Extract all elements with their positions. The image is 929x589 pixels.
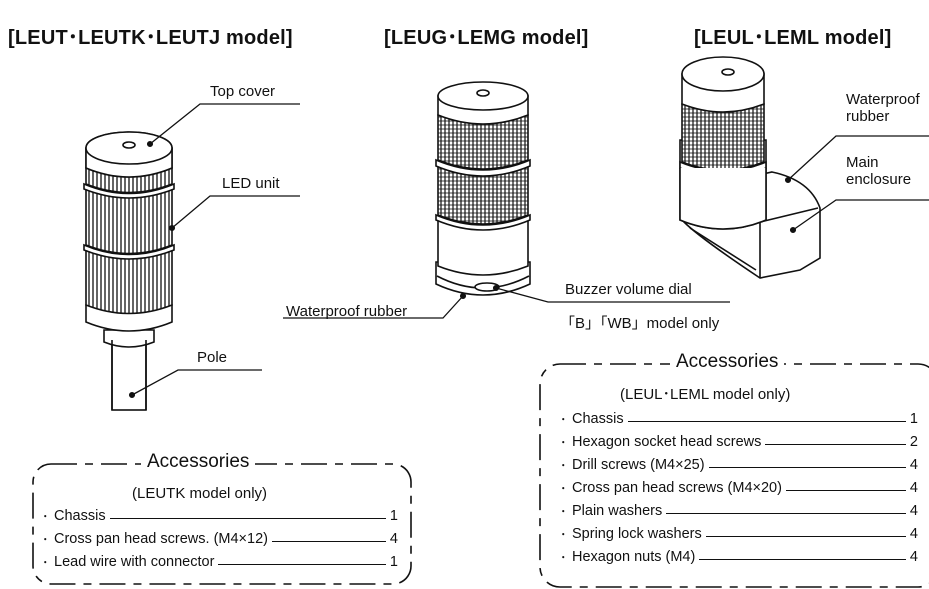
list-item: ･ Chassis 1 bbox=[560, 411, 918, 427]
leul-waterproof-label-line2: rubber bbox=[846, 108, 890, 125]
main-enclosure-label-line2: enclosure bbox=[846, 171, 912, 188]
list-item: ･ Cross pan head screws. (M4×12) 4 bbox=[42, 531, 398, 547]
leul-accessories-heading: Accessories bbox=[670, 351, 785, 373]
leul-accessories-frame bbox=[539, 363, 929, 588]
leut-led-unit-3 bbox=[85, 249, 173, 315]
list-item: ･ Plain washers 4 bbox=[560, 503, 918, 519]
list-item: ･ Chassis 1 bbox=[42, 508, 398, 524]
leut-accessories-list: ･ Chassis 1 ･ Cross pan head screws. (M4… bbox=[42, 505, 398, 574]
leul-leaders bbox=[784, 135, 929, 234]
leug-model-title: [LEUG･LEMG model] bbox=[384, 27, 589, 49]
waterproof-rubber-label: Waterproof rubber bbox=[286, 303, 408, 320]
list-item: ･ Drill screws (M4×25) 4 bbox=[560, 457, 918, 473]
leug-signal-tower bbox=[435, 81, 531, 296]
buzzer-volume-dial-label: Buzzer volume dial bbox=[565, 281, 692, 298]
pole-label: Pole bbox=[197, 349, 228, 366]
leul-accessories-note: (LEUL･LEML model only) bbox=[620, 386, 791, 403]
leut-signal-tower bbox=[83, 131, 175, 411]
top-cover-label: Top cover bbox=[210, 83, 276, 100]
led-unit-label: LED unit bbox=[222, 175, 280, 192]
leul-waterproof-label-line1: Waterproof bbox=[846, 91, 920, 108]
leul-signal-tower bbox=[679, 56, 821, 279]
leul-accessories-list: ･ Chassis 1 ･ Hexagon socket head screws… bbox=[560, 408, 918, 569]
leut-accessories-note: (LEUTK model only) bbox=[132, 485, 268, 502]
list-item: ･ Spring lock washers 4 bbox=[560, 526, 918, 542]
list-item: ･ Lead wire with connector 1 bbox=[42, 554, 398, 570]
main-enclosure-label-line1: Main bbox=[846, 154, 879, 171]
leug-leaders bbox=[283, 284, 730, 319]
leut-accessories-heading: Accessories bbox=[141, 451, 256, 473]
list-item: ･ Hexagon socket head screws 2 bbox=[560, 434, 918, 450]
buzzer-model-note: 「B」「WB」model only bbox=[560, 315, 720, 332]
list-item: ･ Hexagon nuts (M4) 4 bbox=[560, 549, 918, 565]
leul-led-unit bbox=[681, 103, 765, 171]
list-item: ･ Cross pan head screws (M4×20) 4 bbox=[560, 480, 918, 496]
leut-leaders bbox=[128, 103, 300, 399]
leul-model-title: [LEUL･LEML model] bbox=[694, 27, 892, 49]
leut-model-title: [LEUT･LEUTK･LEUTJ model] bbox=[8, 27, 293, 49]
